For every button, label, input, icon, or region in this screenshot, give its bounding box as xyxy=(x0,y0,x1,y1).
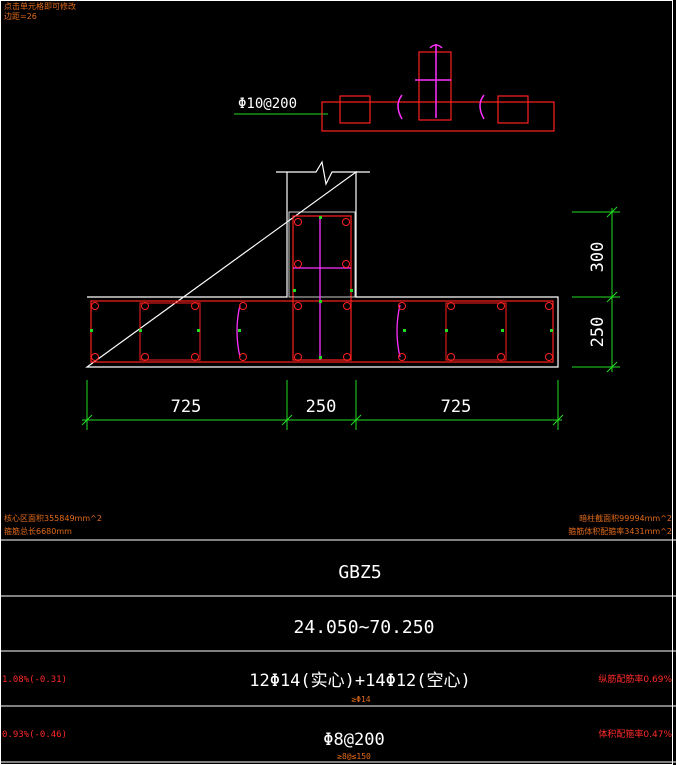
rebar-markers xyxy=(90,216,553,359)
stirrup-inner-loop-a xyxy=(339,95,371,124)
header-line-2: 边距=26 xyxy=(4,11,37,21)
area-left-1: 核心区面积355849mm^2 xyxy=(4,513,102,523)
rebar-right-ratio: 纵筋配筋率0.69% xyxy=(598,673,672,685)
flange-hoop-right-a xyxy=(445,302,507,361)
flange-tie-right xyxy=(396,304,401,358)
table-name[interactable]: GBZ5 xyxy=(338,562,381,583)
area-left-2: 箍筋总长6680mm xyxy=(4,526,72,536)
tie-c-right xyxy=(479,94,485,120)
dim-right: 725 xyxy=(441,397,472,417)
dim-left: 725 xyxy=(171,397,202,417)
rebar-bars xyxy=(91,218,553,361)
dim-lower: 250 xyxy=(588,317,608,348)
area-right-2: 箍筋体积配箍率3431mm^2 xyxy=(568,526,672,536)
table-grid xyxy=(0,539,676,763)
stirrup-left-ratio: 0.93%(-0.46) xyxy=(2,730,67,740)
horizontal-dimensions xyxy=(81,380,564,430)
table-stirrup[interactable]: Φ8@200 xyxy=(323,730,384,750)
rebar-note: ≥Φ14 xyxy=(351,695,370,704)
tie-hook-top xyxy=(429,44,443,49)
stirrup-right-ratio: 体积配箍率0.47% xyxy=(598,728,672,740)
tie-c-left xyxy=(397,94,403,120)
t-section xyxy=(85,160,559,368)
stirrup-note: ≥8@≤150 xyxy=(337,752,371,761)
stirrup-detail: Φ10@200 xyxy=(234,44,555,132)
area-right-1: 暗柱截面积99994mm^2 xyxy=(579,513,672,523)
dim-upper: 300 xyxy=(588,242,608,273)
stirrup-inner-loop-b xyxy=(497,95,529,124)
rebar-left-ratio: 1.08%(-0.31) xyxy=(2,675,67,685)
flange-hoop xyxy=(90,300,554,363)
stirrup-vertical-loop xyxy=(418,51,452,121)
table-rebar[interactable]: 12Φ14(实心)+14Φ12(空心) xyxy=(249,671,471,691)
section-outline xyxy=(85,170,559,368)
table-elevation[interactable]: 24.050~70.250 xyxy=(294,617,435,638)
dim-mid: 250 xyxy=(306,397,337,417)
web-cage xyxy=(292,215,352,361)
stirrup-detail-label: Φ10@200 xyxy=(238,96,297,112)
flange-tie-left xyxy=(236,304,241,358)
break-line xyxy=(276,160,370,186)
vertical-dimensions xyxy=(572,206,620,373)
flange-hoop-left-a xyxy=(139,302,201,361)
web-cage-upper xyxy=(288,211,356,298)
stirrup-outer-loop xyxy=(321,101,555,132)
header-line-1: 点击单元格即可修改 xyxy=(4,1,76,11)
